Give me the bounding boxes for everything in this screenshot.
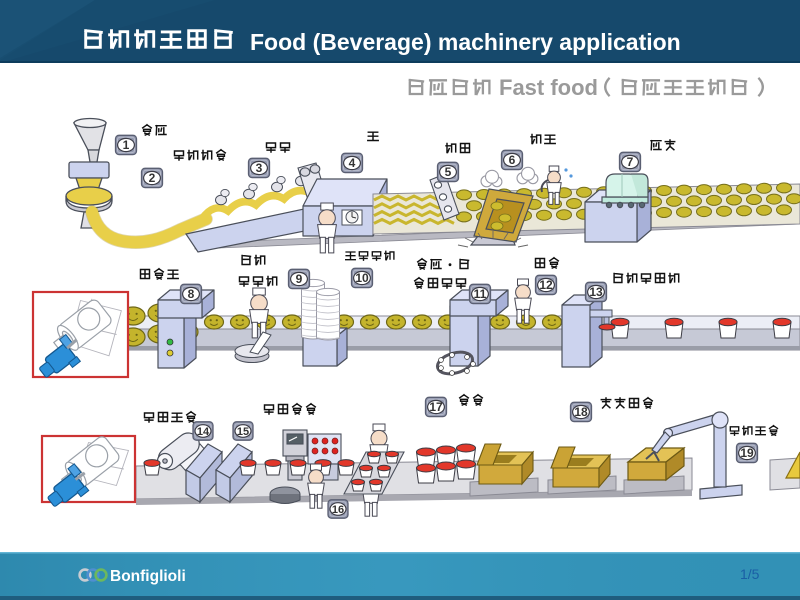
svg-text:19: 19	[740, 446, 754, 460]
svg-text:Bonfiglioli: Bonfiglioli	[110, 568, 186, 585]
svg-text:15: 15	[237, 426, 249, 438]
svg-text:12: 12	[539, 278, 553, 292]
svg-text:8: 8	[188, 287, 195, 301]
svg-text:18: 18	[574, 405, 588, 419]
svg-text:14: 14	[197, 426, 210, 438]
svg-text:17: 17	[429, 400, 443, 414]
svg-text:Food (Beverage) machinery appl: Food (Beverage) machinery application	[250, 29, 681, 55]
svg-text:5: 5	[445, 165, 452, 179]
svg-text:1/5: 1/5	[740, 566, 760, 582]
svg-text:6: 6	[509, 153, 516, 167]
svg-text:7: 7	[627, 155, 634, 169]
svg-text:1: 1	[123, 138, 130, 152]
svg-text:16: 16	[332, 504, 344, 516]
svg-text:Fast food: Fast food	[499, 75, 598, 100]
svg-text:13: 13	[589, 285, 603, 299]
svg-text:9: 9	[296, 272, 303, 286]
svg-text:2: 2	[149, 171, 156, 185]
svg-text:4: 4	[349, 156, 356, 170]
svg-text:3: 3	[256, 161, 263, 175]
svg-text:10: 10	[355, 271, 369, 285]
svg-text:11: 11	[474, 287, 487, 301]
